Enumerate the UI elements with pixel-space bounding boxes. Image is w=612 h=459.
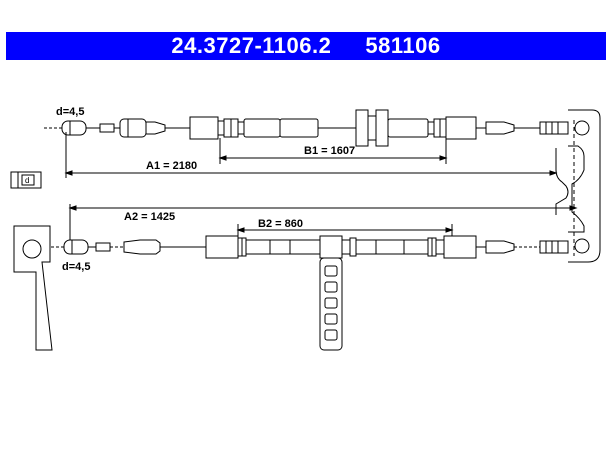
bracket-profile-outline (13, 225, 53, 351)
b1-arrow-left (218, 155, 227, 161)
b1-arrow-right (439, 155, 448, 161)
label-b1: B1 = 1607 (304, 145, 355, 157)
top-left-sleeve (119, 118, 147, 138)
title-banner: 24.3727-1106.2 581106 (6, 32, 606, 60)
bracket-body (319, 257, 343, 351)
bracket-slot-3 (324, 297, 338, 309)
bottom-right-threaded-end (539, 240, 569, 254)
top-nut-3 (237, 121, 245, 135)
b2-arrow-right (445, 227, 454, 233)
top-housing-4 (387, 118, 429, 138)
top-grommet-body (367, 115, 377, 141)
bottom-housing-8 (443, 235, 477, 259)
bottom-nut-5 (435, 239, 445, 255)
top-right-threaded-end (539, 121, 569, 135)
bottom-housing-5 (355, 239, 377, 255)
a1-arrow-left (64, 170, 73, 176)
end-cap-detail (10, 171, 42, 189)
equalizer-yoke (568, 109, 601, 263)
b2-arrow-left (236, 227, 245, 233)
bottom-right-ferrule (485, 240, 515, 254)
bottom-housing-4 (289, 239, 321, 255)
dimension-a2 (68, 204, 578, 246)
bottom-housing-7 (403, 239, 429, 255)
label-side-d: d (25, 176, 29, 185)
bracket-profile-detail (13, 225, 53, 351)
yoke-bottom-pin (574, 238, 590, 254)
bottom-nut-3 (349, 237, 357, 257)
reference-number: 581106 (365, 33, 441, 58)
a-datum-bracket (555, 148, 569, 215)
top-nut-1 (217, 120, 225, 136)
dimension-b1 (218, 138, 448, 164)
dimension-a1 (64, 132, 558, 178)
a1-arrow-right (549, 170, 558, 176)
label-b2: B2 = 860 (258, 218, 303, 230)
label-d-bottom: d=4,5 (62, 261, 90, 273)
part-number: 24.3727-1106.2 (171, 33, 332, 58)
yoke-top-pin (574, 120, 590, 136)
top-right-ferrule (485, 121, 515, 135)
bottom-ferrule-left (95, 242, 111, 252)
top-housing-2 (243, 118, 281, 138)
bracket-profile-hole (22, 239, 42, 259)
bottom-housing-6 (375, 239, 405, 255)
bracket-slot-4 (324, 313, 338, 325)
label-d-top: d=4,5 (56, 106, 84, 118)
a2-arrow-left (68, 205, 77, 211)
yoke-outer (568, 109, 601, 263)
top-ferrule-left (99, 123, 115, 133)
top-sleeve-taper (145, 121, 166, 135)
bracket-slot-2 (324, 281, 338, 293)
bottom-nut-2 (341, 239, 351, 255)
bottom-left-nipple (63, 239, 89, 255)
bracket-slot-5 (324, 329, 338, 341)
a2-arrow-right (569, 205, 578, 211)
top-housing-1 (189, 116, 219, 140)
label-a1: A1 = 2180 (146, 160, 197, 172)
top-grommet-plate-2 (375, 109, 389, 147)
top-housing-5 (445, 116, 477, 140)
bottom-left-sleeve (123, 239, 161, 255)
top-grommet-plate-1 (355, 109, 369, 147)
bottom-housing-1 (205, 235, 239, 259)
bottom-bracket-hub (319, 235, 343, 259)
top-cable (44, 109, 569, 147)
end-cap-inner (21, 174, 35, 186)
bottom-cable (46, 235, 569, 259)
top-nut-4 (427, 121, 435, 135)
top-housing-3 (279, 118, 319, 138)
bottom-housing-2 (245, 239, 271, 255)
label-a2: A2 = 1425 (124, 211, 175, 223)
yoke-inner (568, 145, 585, 233)
bracket-slot-1 (324, 265, 338, 277)
bottom-housing-3 (269, 239, 291, 255)
mounting-bracket (319, 257, 343, 351)
